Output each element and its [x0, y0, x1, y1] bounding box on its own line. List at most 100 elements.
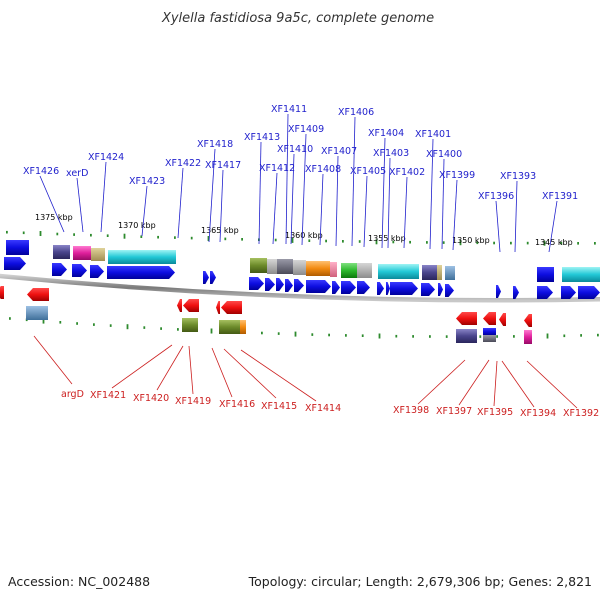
- gene-label[interactable]: XF1399: [439, 170, 475, 181]
- forward-gene-arrow[interactable]: [390, 282, 418, 295]
- forward-gene-arrow[interactable]: [306, 280, 331, 293]
- tick-mark: [513, 335, 515, 338]
- reverse-gene-arrow[interactable]: [524, 314, 532, 327]
- forward-gene-arrow[interactable]: [386, 282, 390, 295]
- gene-label[interactable]: XF1402: [389, 167, 425, 178]
- gene-label[interactable]: XF1411: [271, 104, 307, 115]
- tick-mark: [274, 238, 277, 242]
- gene-label[interactable]: XF1391: [542, 191, 578, 202]
- gene-label[interactable]: XF1423: [129, 176, 165, 187]
- gene-label[interactable]: XF1416: [219, 399, 255, 410]
- tick-mark: [594, 242, 596, 245]
- cog-tile: [524, 330, 532, 344]
- gene-label[interactable]: XF1405: [350, 166, 386, 177]
- forward-gene-arrow[interactable]: [249, 277, 264, 290]
- gene-label[interactable]: XF1424: [88, 152, 124, 163]
- top-leader-lines: [39, 113, 558, 253]
- gene-label[interactable]: XF1392: [563, 408, 599, 419]
- reverse-genes: [0, 286, 532, 327]
- gene-label[interactable]: XF1419: [175, 396, 211, 407]
- gene-label[interactable]: XF1396: [478, 191, 514, 202]
- cog-tile: [357, 263, 372, 278]
- gene-label[interactable]: XF1397: [436, 406, 472, 417]
- forward-gene-arrow[interactable]: [265, 278, 275, 291]
- forward-gene-arrow[interactable]: [578, 286, 600, 299]
- forward-gene-arrow[interactable]: [90, 265, 104, 278]
- gene-label[interactable]: XF1420: [133, 393, 169, 404]
- tick-mark: [412, 335, 414, 338]
- gene-label[interactable]: XF1406: [338, 107, 374, 118]
- gene-label[interactable]: XF1417: [205, 160, 241, 171]
- cog-tile: [53, 245, 70, 259]
- kbp-label: 1350 kbp: [452, 236, 490, 245]
- forward-gene-arrow[interactable]: [210, 271, 216, 284]
- reverse-gene-arrow[interactable]: [183, 299, 199, 312]
- accession-text: Accession: NC_002488: [8, 574, 150, 589]
- gene-label[interactable]: XF1413: [244, 132, 280, 143]
- reverse-gene-arrow[interactable]: [27, 288, 49, 301]
- gene-label[interactable]: XF1408: [305, 164, 341, 175]
- forward-gene-arrow[interactable]: [537, 286, 553, 299]
- tick-mark: [56, 232, 59, 236]
- gene-label[interactable]: XF1415: [261, 401, 297, 412]
- gene-label[interactable]: XF1400: [426, 149, 462, 160]
- gene-label[interactable]: XF1401: [415, 129, 451, 140]
- gene-label[interactable]: xerD: [66, 168, 88, 179]
- gene-label[interactable]: XF1393: [500, 171, 536, 182]
- forward-gene-arrow[interactable]: [438, 283, 443, 296]
- gene-label[interactable]: XF1409: [288, 124, 324, 135]
- cog-tile: [182, 318, 198, 332]
- forward-gene-arrow[interactable]: [285, 279, 293, 292]
- forward-gene-arrow[interactable]: [421, 283, 435, 296]
- gene-label[interactable]: XF1412: [259, 163, 295, 174]
- forward-gene-arrow[interactable]: [52, 263, 67, 276]
- gene-label[interactable]: XF1395: [477, 407, 513, 418]
- tick-mark: [543, 240, 546, 246]
- cog-tile: [537, 267, 554, 282]
- forward-gene-arrow[interactable]: [513, 286, 519, 299]
- gene-label[interactable]: XF1421: [90, 390, 126, 401]
- forward-gene-arrow[interactable]: [332, 281, 340, 294]
- reverse-gene-arrow[interactable]: [221, 301, 242, 314]
- forward-gene-arrow[interactable]: [341, 281, 356, 294]
- gene-label[interactable]: XF1426: [23, 166, 59, 177]
- tick-mark: [361, 334, 364, 337]
- tick-mark: [190, 236, 193, 240]
- forward-gene-arrow[interactable]: [357, 281, 370, 294]
- reverse-gene-arrow[interactable]: [216, 301, 220, 314]
- forward-gene-arrow[interactable]: [276, 278, 284, 291]
- forward-gene-arrow[interactable]: [445, 284, 454, 297]
- gene-label[interactable]: XF1407: [321, 146, 357, 157]
- forward-gene-arrow[interactable]: [496, 285, 501, 298]
- gene-label[interactable]: XF1418: [197, 139, 233, 150]
- reverse-gene-arrow[interactable]: [0, 286, 4, 299]
- gene-label[interactable]: XF1414: [305, 403, 341, 414]
- cog-tile: [456, 329, 477, 343]
- tick-mark: [325, 239, 327, 243]
- forward-gene-arrow[interactable]: [294, 279, 304, 292]
- tick-mark: [224, 237, 227, 241]
- kbp-scale: 1375 kbp 1370 kbp 1365 kbp 1360 kbp 1355…: [35, 213, 573, 247]
- tick-mark: [476, 241, 479, 245]
- forward-gene-arrow[interactable]: [4, 257, 26, 270]
- reverse-gene-arrow[interactable]: [499, 313, 506, 326]
- kbp-label: 1370 kbp: [118, 221, 156, 230]
- reverse-gene-arrow[interactable]: [483, 312, 496, 325]
- gene-label[interactable]: XF1403: [373, 148, 409, 159]
- cog-tile: [378, 264, 419, 279]
- forward-gene-arrow[interactable]: [107, 266, 175, 279]
- forward-gene-arrow[interactable]: [72, 264, 87, 277]
- forward-gene-arrow[interactable]: [561, 286, 576, 299]
- gene-label[interactable]: XF1422: [165, 158, 201, 169]
- gene-label[interactable]: XF1410: [277, 144, 313, 155]
- reverse-gene-arrow[interactable]: [456, 312, 477, 325]
- tick-mark: [429, 335, 431, 338]
- forward-gene-arrow[interactable]: [203, 271, 209, 284]
- forward-gene-arrow[interactable]: [377, 282, 384, 295]
- gene-label[interactable]: XF1398: [393, 405, 429, 416]
- gene-label[interactable]: XF1394: [520, 408, 556, 419]
- gene-label[interactable]: XF1404: [368, 128, 404, 139]
- gene-label[interactable]: argD: [61, 389, 84, 400]
- tick-row-bottom: [9, 317, 599, 340]
- reverse-gene-arrow[interactable]: [177, 299, 182, 312]
